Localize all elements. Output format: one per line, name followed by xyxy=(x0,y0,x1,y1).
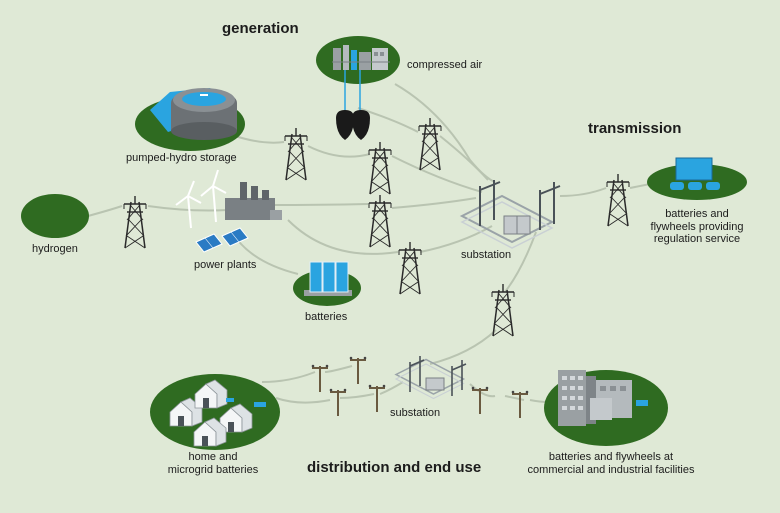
label-compressed-air: compressed air xyxy=(407,59,483,71)
compressed-air-island xyxy=(316,36,400,140)
label-substation-distribution: substation xyxy=(390,407,441,419)
label-line: commercial and industrial facilities xyxy=(527,463,695,476)
label-regulation-service: batteries and flywheels providing regula… xyxy=(640,208,754,246)
label-substation-transmission: substation xyxy=(461,249,512,261)
pumped-hydro-reservoir-icon xyxy=(171,88,237,140)
hydrogen-island xyxy=(21,194,89,238)
label-power-plants: power plants xyxy=(194,259,257,271)
commercial-industrial-island xyxy=(544,370,668,446)
compressed-air-tanks-icon xyxy=(336,110,370,140)
heading-transmission: transmission xyxy=(588,120,682,137)
label-line: batteries and flywheels at xyxy=(548,451,674,463)
substation-icon xyxy=(395,356,467,400)
flywheel-battery-icon xyxy=(670,157,720,190)
batteries-island xyxy=(293,261,361,306)
pumped-hydro-island xyxy=(135,88,245,151)
office-building-icon xyxy=(558,370,632,426)
factory-icon xyxy=(225,182,282,220)
battery-rack-icon xyxy=(304,261,352,296)
wind-turbine-icon xyxy=(175,169,227,229)
label-hydrogen: hydrogen xyxy=(32,243,78,255)
regulation-service-island xyxy=(647,157,747,200)
heading-distribution: distribution and end use xyxy=(307,459,482,476)
label-pumped-hydro: pumped-hydro storage xyxy=(126,152,237,164)
label-line: home and xyxy=(188,451,238,463)
label-line: batteries and xyxy=(665,208,729,220)
transmission-tower-icon xyxy=(123,117,630,337)
label-line: microgrid batteries xyxy=(167,463,259,476)
substation-icon xyxy=(461,180,561,249)
label-commercial-industrial: batteries and flywheels at commercial an… xyxy=(516,451,706,476)
label-line: regulation service xyxy=(653,233,741,246)
label-home-microgrid: home and microgrid batteries xyxy=(150,451,276,476)
label-line: flywheels providing xyxy=(650,220,744,233)
power-lines xyxy=(87,83,661,404)
solar-panel-icon xyxy=(195,227,249,253)
heading-generation: generation xyxy=(222,20,299,37)
label-batteries: batteries xyxy=(305,311,348,323)
home-microgrid-island xyxy=(150,374,280,450)
compressed-air-plant-icon xyxy=(332,45,390,70)
